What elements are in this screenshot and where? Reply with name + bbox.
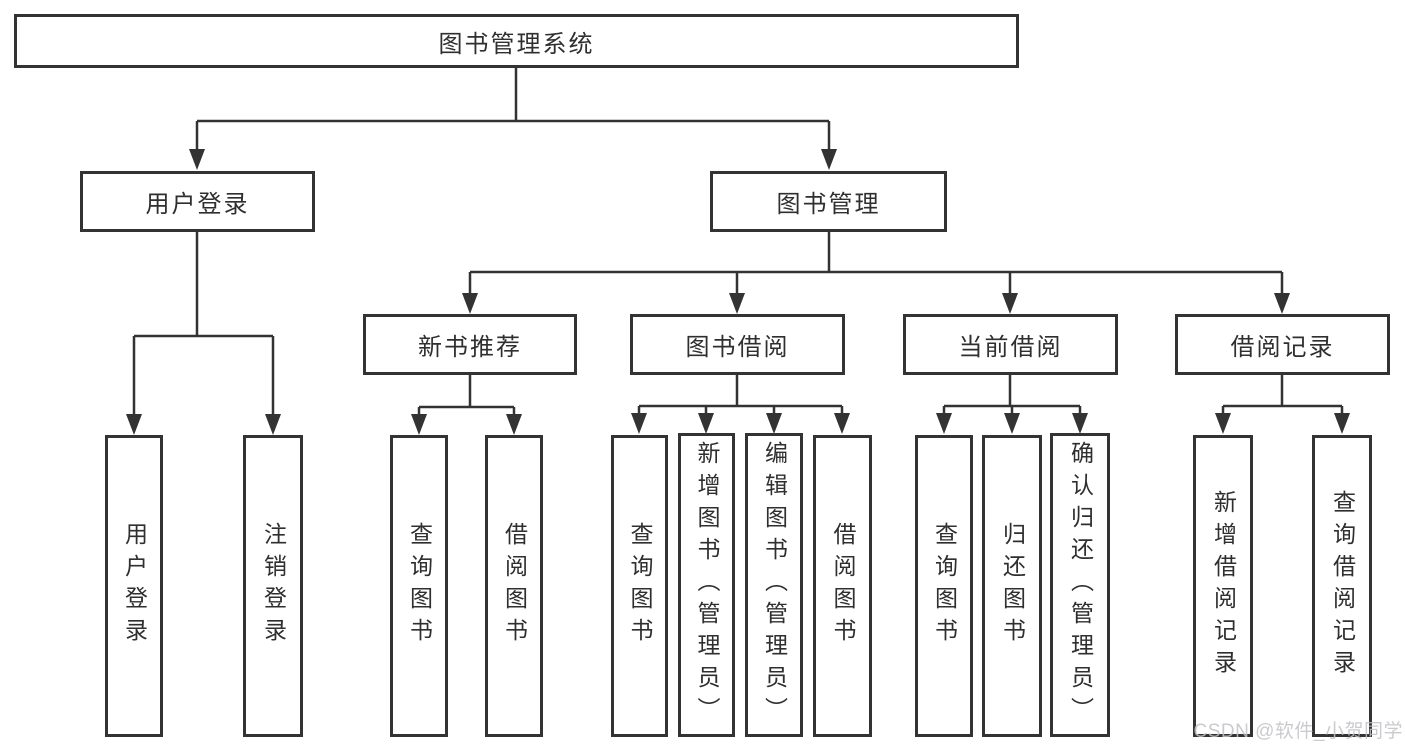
- node-label: 当前借阅: [958, 334, 1063, 361]
- leaf-logout: 注销登录: [243, 435, 303, 737]
- leaf-user-login: 用户登录: [105, 435, 163, 737]
- node-label: 归还图书: [999, 522, 1026, 650]
- node-label: 查询图书: [931, 522, 958, 650]
- leaf-query-borrow-record: 查询借阅记录: [1312, 435, 1372, 737]
- node-label: 新增借阅记录: [1210, 490, 1237, 682]
- node-label: 注销登录: [260, 522, 287, 650]
- node-label: 借阅记录: [1230, 334, 1335, 361]
- csdn-watermark: CSDN @软件_小贺同学: [1193, 721, 1403, 742]
- node-label: 图书借阅: [685, 334, 790, 361]
- node-label: 图书管理: [776, 191, 881, 218]
- node-label: 查询借阅记录: [1329, 490, 1356, 682]
- leaf-query-books-borrowing: 查询图书: [611, 435, 668, 737]
- node-borrowing-records: 借阅记录: [1175, 314, 1390, 375]
- leaf-add-borrow-record: 新增借阅记录: [1193, 435, 1253, 737]
- leaf-query-books-recommend: 查询图书: [390, 435, 448, 737]
- leaf-borrow-books-recommend: 借阅图书: [485, 435, 543, 737]
- node-label: 用户登录: [121, 522, 148, 650]
- node-label: 用户登录: [145, 191, 250, 218]
- node-library-management-system: 图书管理系统: [14, 14, 1019, 68]
- leaf-query-books-current: 查询图书: [915, 435, 973, 737]
- leaf-confirm-return-admin: 确认归还（管理员）: [1050, 433, 1110, 737]
- node-label: 查询图书: [406, 522, 433, 650]
- node-label: 新书推荐: [418, 334, 522, 361]
- node-label: 确认归还（管理员）: [1067, 441, 1094, 729]
- node-label: 查询图书: [627, 522, 653, 650]
- node-label: 新增图书（管理员）: [694, 441, 720, 729]
- leaf-edit-book-admin: 编辑图书（管理员）: [745, 433, 803, 737]
- node-label: 借阅图书: [830, 522, 856, 650]
- node-book-management: 图书管理: [710, 171, 947, 232]
- node-current-borrowing: 当前借阅: [903, 314, 1118, 375]
- node-new-book-recommend: 新书推荐: [363, 314, 577, 375]
- node-user-login: 用户登录: [80, 171, 315, 232]
- node-label: 编辑图书（管理员）: [761, 441, 788, 729]
- node-label: 借阅图书: [501, 522, 528, 650]
- leaf-return-book: 归还图书: [982, 435, 1042, 737]
- node-label: 图书管理系统: [438, 30, 595, 58]
- node-book-borrowing: 图书借阅: [630, 314, 845, 375]
- leaf-add-book-admin: 新增图书（管理员）: [678, 433, 735, 737]
- leaf-borrow-books-borrowing: 借阅图书: [813, 435, 872, 737]
